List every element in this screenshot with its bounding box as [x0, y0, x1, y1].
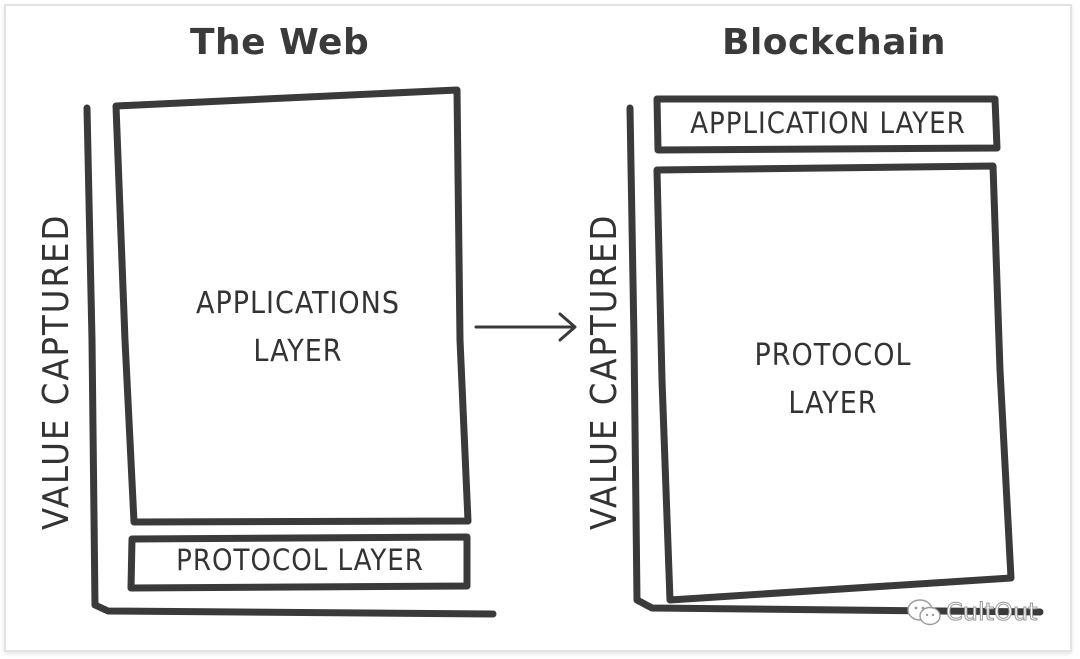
web-title: The Web	[190, 22, 370, 63]
transition-arrow-head	[558, 312, 577, 342]
blockchain-protocol-layer-label: PROTOCOL LAYER	[660, 332, 1006, 428]
web-value-axis	[83, 104, 497, 618]
blockchain-application-layer-box	[653, 95, 1001, 154]
wechat-icon	[907, 599, 941, 626]
blockchain-value-captured-label: VALUE CAPTURED	[584, 213, 625, 530]
blockchain-protocol-layer-label-line-1: PROTOCOL	[754, 338, 912, 373]
web-applications-layer-label-line-1: APPLICATIONS	[196, 286, 400, 321]
blockchain-value-axis	[626, 104, 1044, 616]
web-protocol-layer-label: PROTOCOL LAYER	[176, 543, 424, 577]
watermark-text: CultOut	[946, 598, 1039, 627]
blockchain-application-layer-label: APPLICATION LAYER	[690, 106, 966, 140]
blockchain-protocol-layer-label-line-2: LAYER	[788, 386, 878, 421]
web-protocol-layer-box	[127, 533, 471, 592]
web-applications-layer-box	[112, 86, 472, 526]
web-applications-layer-label-line-2: LAYER	[253, 334, 343, 369]
web-value-captured-label: VALUE CAPTURED	[36, 213, 77, 530]
web-applications-layer-label: APPLICATIONS LAYER	[130, 280, 466, 376]
blockchain-protocol-layer-box	[653, 162, 1015, 604]
blockchain-title: Blockchain	[722, 22, 947, 63]
